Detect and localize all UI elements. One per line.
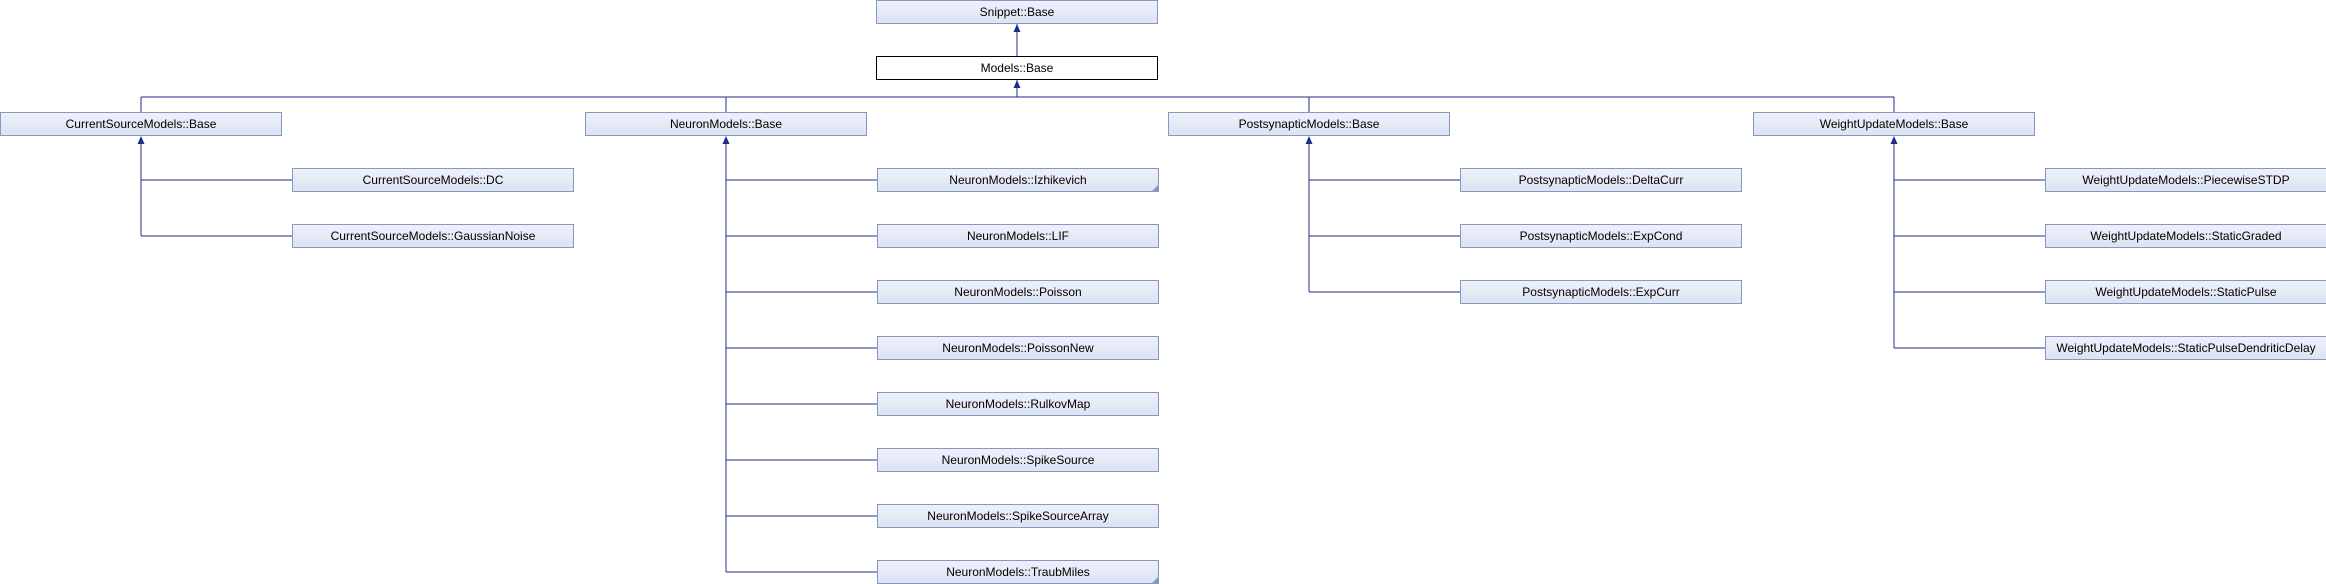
node-models-base: Models::Base	[876, 56, 1158, 80]
node-neuronmodels-izhikevich[interactable]: NeuronModels::Izhikevich	[877, 168, 1159, 192]
arrowhead-icon	[1305, 136, 1313, 144]
node-neuronmodels-rulkovmap[interactable]: NeuronModels::RulkovMap	[877, 392, 1159, 416]
node-snippet-base[interactable]: Snippet::Base	[876, 0, 1158, 24]
node-currentsourcemodels-base[interactable]: CurrentSourceModels::Base	[0, 112, 282, 136]
node-weightupdatemodels-staticpulse[interactable]: WeightUpdateModels::StaticPulse	[2045, 280, 2326, 304]
truncated-marker-icon	[1152, 577, 1158, 583]
node-neuronmodels-traubmiles[interactable]: NeuronModels::TraubMiles	[877, 560, 1159, 584]
truncated-marker-icon	[1152, 185, 1158, 191]
arrowhead-icon	[1890, 136, 1898, 144]
node-neuronmodels-poissonnew[interactable]: NeuronModels::PoissonNew	[877, 336, 1159, 360]
node-weightupdatemodels-staticgraded[interactable]: WeightUpdateModels::StaticGraded	[2045, 224, 2326, 248]
node-neuronmodels-spikesource[interactable]: NeuronModels::SpikeSource	[877, 448, 1159, 472]
node-neuronmodels-poisson[interactable]: NeuronModels::Poisson	[877, 280, 1159, 304]
node-weightupdatemodels-piecewisestdp[interactable]: WeightUpdateModels::PiecewiseSTDP	[2045, 168, 2326, 192]
node-postsynapticmodels-expcond[interactable]: PostsynapticModels::ExpCond	[1460, 224, 1742, 248]
node-currentsourcemodels-gaussiannoise[interactable]: CurrentSourceModels::GaussianNoise	[292, 224, 574, 248]
node-postsynapticmodels-base[interactable]: PostsynapticModels::Base	[1168, 112, 1450, 136]
node-neuronmodels-spikesourcearray[interactable]: NeuronModels::SpikeSourceArray	[877, 504, 1159, 528]
node-weightupdatemodels-staticpulsedendriticdelay[interactable]: WeightUpdateModels::StaticPulseDendritic…	[2045, 336, 2326, 360]
node-neuronmodels-lif[interactable]: NeuronModels::LIF	[877, 224, 1159, 248]
arrowhead-icon	[722, 136, 730, 144]
node-postsynapticmodels-expcurr[interactable]: PostsynapticModels::ExpCurr	[1460, 280, 1742, 304]
arrowhead-icon	[1013, 24, 1021, 32]
node-postsynapticmodels-deltacurr[interactable]: PostsynapticModels::DeltaCurr	[1460, 168, 1742, 192]
arrowhead-icon	[137, 136, 145, 144]
node-neuronmodels-base[interactable]: NeuronModels::Base	[585, 112, 867, 136]
node-weightupdatemodels-base[interactable]: WeightUpdateModels::Base	[1753, 112, 2035, 136]
node-currentsourcemodels-dc[interactable]: CurrentSourceModels::DC	[292, 168, 574, 192]
